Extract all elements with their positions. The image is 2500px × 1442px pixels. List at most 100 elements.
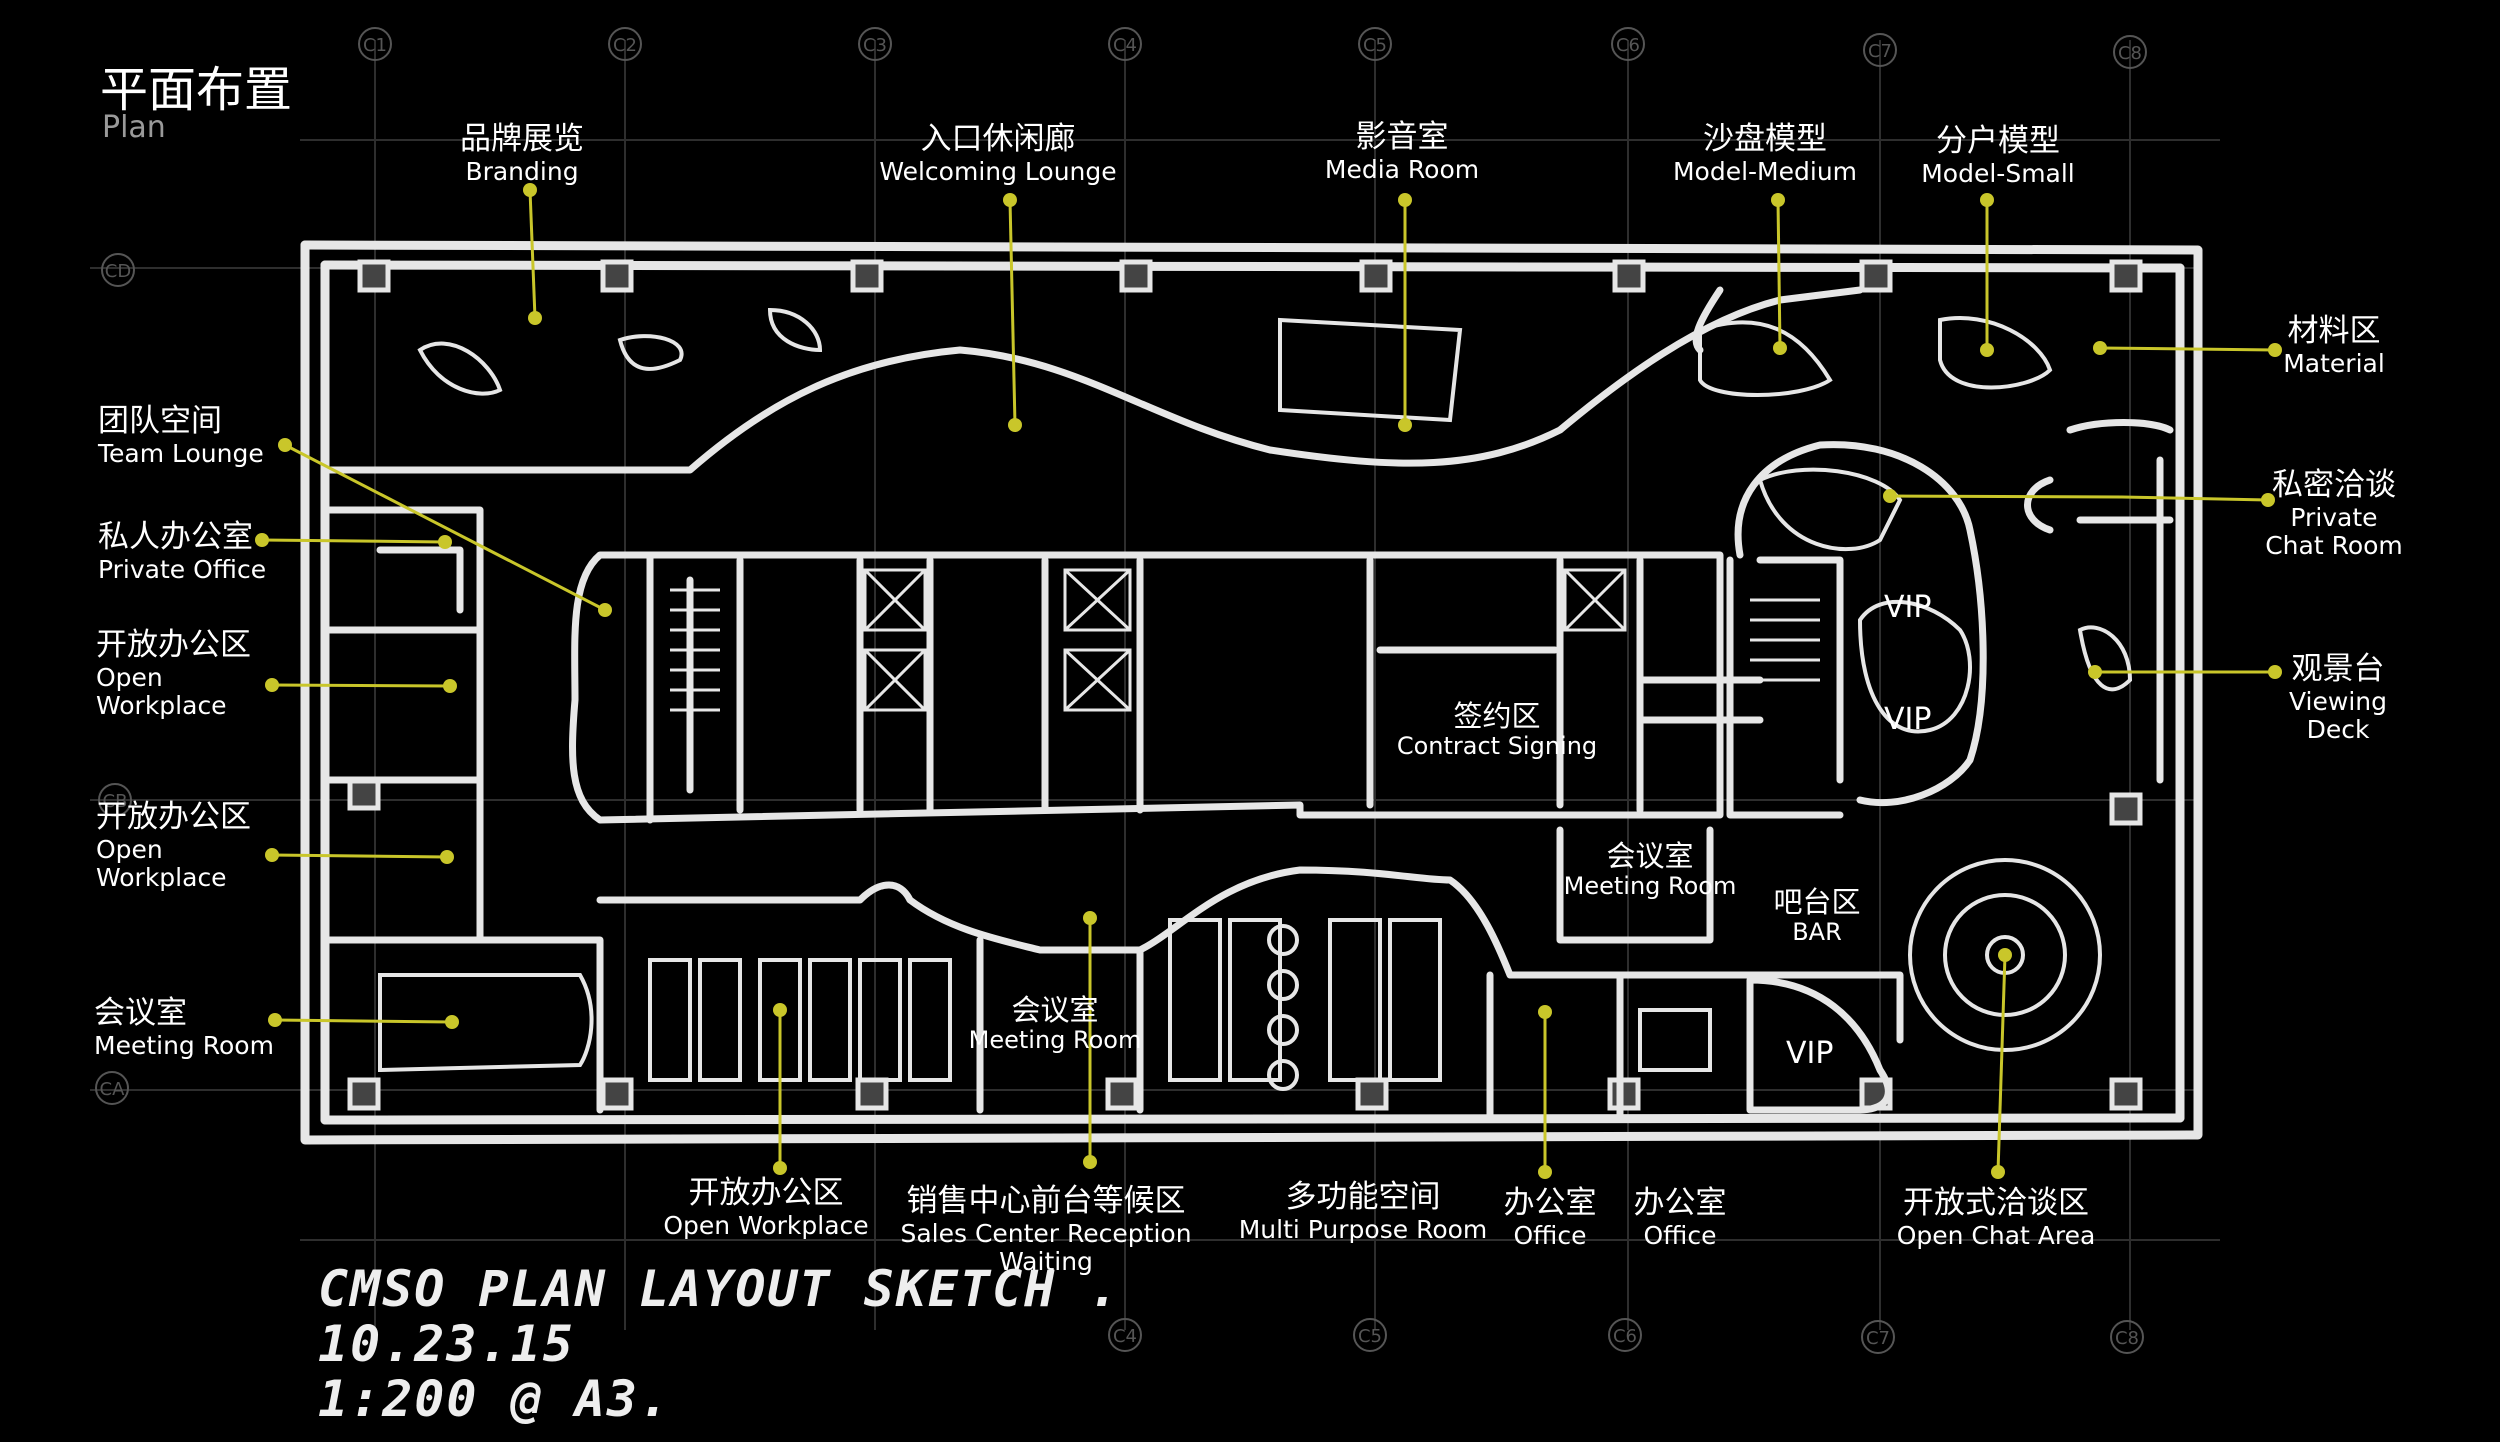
label-zh: 影音室	[1355, 119, 1449, 155]
grid-label: C6	[1613, 1326, 1637, 1347]
label-model-medium: 沙盘模型 Model-Medium	[1672, 121, 1858, 186]
furniture	[377, 307, 2133, 1091]
label-zh: 私密洽谈	[2272, 467, 2396, 503]
label-zh: 品牌展览	[460, 121, 584, 157]
label-en: Team Lounge	[98, 438, 264, 468]
leader-dot	[1980, 193, 1994, 207]
label-meeting-room-center: 会议室 Meeting Room	[1564, 839, 1737, 901]
leader-line	[1776, 199, 1782, 349]
leader-dot	[255, 533, 269, 547]
label-contract-signing: 签约区 Contract Signing	[1397, 699, 1597, 761]
label-zh: 开放办公区	[96, 799, 251, 835]
leader-line	[271, 683, 451, 688]
leader-dot	[2261, 493, 2275, 507]
grid-label: C4	[1113, 35, 1137, 56]
label-en: Meeting Room	[94, 1030, 274, 1060]
label-en: Branding	[465, 156, 579, 186]
grid-labels: C1 C2 C3 C4 C5 C6 C7 C8 CD CB CA C4 C5 C…	[100, 35, 2142, 1349]
core-elevators	[670, 568, 1820, 712]
leader-dot	[1003, 193, 1017, 207]
leader-dot	[1398, 193, 1412, 207]
grid-label: C6	[1616, 35, 1640, 56]
leader-line	[261, 538, 446, 544]
leader-dots	[255, 183, 2282, 1179]
leader-dot	[1538, 1005, 1552, 1019]
grid-label: C5	[1358, 1326, 1382, 1347]
label-model-small: 分户模型 Model-Small	[1921, 123, 2075, 188]
vip-room-label: VIP	[1786, 1036, 1834, 1071]
label-meeting-room-reception: 会议室 Meeting Room	[969, 993, 1142, 1055]
label-open-workplace-1: 开放办公区 Open Workplace	[96, 627, 251, 721]
leader-dot	[265, 848, 279, 862]
leader-dot	[773, 1003, 787, 1017]
leader-line	[1008, 199, 1017, 426]
leader-dot	[2093, 341, 2107, 355]
label-zh: 吧台区	[1773, 885, 1861, 919]
label-welcoming-lounge: 入口休闲廊 Welcoming Lounge	[879, 121, 1116, 186]
label-en: Multi Purpose Room	[1238, 1214, 1488, 1244]
grid-label: C1	[363, 35, 387, 56]
leader-dot	[265, 678, 279, 692]
label-bar: 吧台区 BAR	[1773, 885, 1861, 947]
handwritten-line: 1:200 @ A3.	[318, 1370, 672, 1428]
label-zh: 销售中心前台等候区	[906, 1183, 1186, 1219]
grid-label: C7	[1868, 41, 1892, 62]
label-en: Private Office	[98, 554, 267, 584]
label-open-chat-area: 开放式洽谈区 Open Chat Area	[1896, 1185, 2096, 1250]
leader-line	[1996, 954, 2007, 1173]
label-zh: 开放式洽谈区	[1903, 1185, 2089, 1221]
label-zh: 入口休闲廊	[920, 121, 1076, 157]
label-en: Workplace	[96, 691, 227, 721]
leader-dot	[1538, 1165, 1552, 1179]
leader-lines	[261, 189, 2276, 1173]
label-team-lounge: 团队空间 Team Lounge	[98, 403, 264, 468]
leader-dot	[438, 535, 452, 549]
leader-line	[274, 1018, 453, 1024]
leader-dot	[443, 679, 457, 693]
label-en: Waiting	[999, 1247, 1093, 1277]
leader-dot	[2268, 665, 2282, 679]
leader-dot	[1773, 341, 1787, 355]
label-meeting-room-left: 会议室 Meeting Room	[94, 995, 274, 1060]
label-multi-purpose: 多功能空间 Multi Purpose Room	[1238, 1179, 1488, 1244]
label-open-workplace-2: 开放办公区 Open Workplace	[96, 799, 251, 893]
leader-dot	[268, 1013, 282, 1027]
grid-label: C8	[2115, 1328, 2139, 1349]
grid-label: C5	[1363, 35, 1387, 56]
label-en: Workplace	[96, 863, 227, 893]
grid-label: C2	[613, 35, 637, 56]
leader-dot	[440, 850, 454, 864]
grid-label: C8	[2118, 43, 2142, 64]
handwritten-note: CMSO PLAN LAYOUT SKETCH . 10.23.15 1:200…	[318, 1262, 1121, 1427]
label-en: Sales Center Reception	[900, 1218, 1192, 1248]
grid-label: CB	[103, 791, 128, 812]
page-title: 平面布置	[100, 62, 293, 118]
leader-dot	[1083, 911, 1097, 925]
vip-room-label: VIP	[1884, 702, 1932, 737]
label-zh: 团队空间	[98, 403, 222, 439]
label-zh: 会议室	[94, 995, 187, 1031]
leader-dot	[1083, 1155, 1097, 1169]
interior-walls	[326, 286, 2174, 1119]
leader-dot	[528, 311, 542, 325]
label-en: Chat Room	[2265, 531, 2403, 561]
label-office-1: 办公室 Office	[1503, 1185, 1597, 1250]
label-open-workplace-bottom: 开放办公区 Open Workplace	[663, 1175, 868, 1240]
label-zh: 材料区	[2287, 313, 2381, 349]
leader-dot	[598, 603, 612, 617]
grid-bubbles	[95, 27, 2147, 1354]
label-en: Model-Medium	[1672, 156, 1858, 186]
label-zh: 会议室	[1011, 993, 1099, 1027]
leader-dot	[1008, 418, 1022, 432]
label-branding: 品牌展览 Branding	[460, 121, 584, 186]
label-en: BAR	[1792, 918, 1842, 947]
label-zh: 办公室	[1503, 1185, 1597, 1221]
label-private-chat-room: 私密洽谈 Private Chat Room	[2265, 467, 2403, 561]
leader-dot	[445, 1015, 459, 1029]
label-zh: 开放办公区	[688, 1175, 844, 1211]
label-en: Media Room	[1324, 154, 1480, 184]
label-media-room: 影音室 Media Room	[1324, 119, 1480, 184]
label-en: Open Chat Area	[1896, 1220, 2096, 1250]
grid-label: CD	[105, 261, 131, 282]
